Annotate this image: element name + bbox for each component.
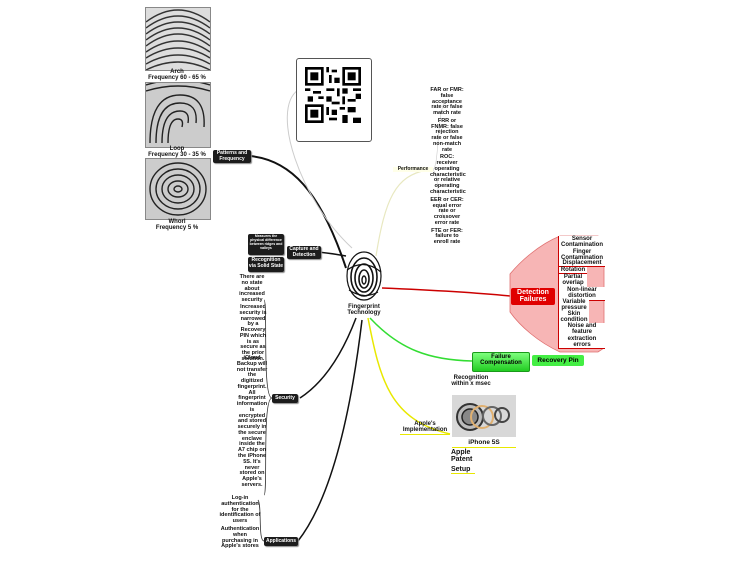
recognition-time-item: Recognition within x msec [451,375,491,388]
failure-item: Sensor Contamination [558,236,605,250]
center-title[interactable]: Fingerprint Technology [347,304,381,317]
qr-code-frame [296,58,372,142]
arch-label: Arch Frequency 60 - 65 % [148,69,206,82]
apple-patent-item[interactable]: Apple Patent [451,449,473,464]
iphone-touch-id-image [452,395,516,437]
recovery-pin-node[interactable]: Recovery Pin [532,355,584,366]
applications-node[interactable]: Applications [264,537,298,546]
loop-fingerprint-image [145,82,211,148]
failure-compensation-node[interactable]: Failure Compensation [472,352,530,372]
performance-item: FTE or FER: failure to enroll rate [431,227,463,246]
detection-failures-node[interactable]: Detection Failures [511,288,555,305]
whorl-label: Whorl Frequency 5 % [155,219,199,232]
loop-label: Loop Frequency 30 - 35 % [148,146,206,159]
application-item-purchase: Authentication when purchasing in Apple'… [220,526,260,550]
security-item-no-state: There are no state about increased secur… [239,274,265,304]
security-item-icloud: iCloud Backup will not transfer the digi… [236,355,268,488]
security-item-recovery: Increased security is narrowed by a Reco… [239,304,267,362]
arch-fingerprint-image [145,7,211,71]
iphone-5s-item: iPhone 5S [452,439,516,448]
whorl-fingerprint-image [145,158,211,220]
performance-item: ROC: receiver operating characteristic o… [430,154,466,196]
fingerprint-icon [346,251,382,301]
apple-implementation-node[interactable]: Apple's Implementation [400,421,450,435]
capture-item-measures[interactable]: Measures the physical difference between… [248,234,284,255]
patterns-frequency-node[interactable]: Patterns and Frequency [213,150,251,163]
capture-item-solid-state[interactable]: Recognition via Solid State [248,257,284,272]
setup-item[interactable]: Setup [451,466,475,475]
failure-item: Noise and feature extraction errors [558,323,605,350]
performance-node[interactable]: Performance [393,166,433,173]
capture-detection-node[interactable]: Capture and Detection [287,246,321,259]
performance-item: FRR or FNMR: false rejection rate or fal… [431,117,463,153]
qr-code-icon [305,67,361,123]
failure-item: Rotation [558,267,587,275]
security-node[interactable]: Security [272,394,298,403]
failure-item: Displacement [558,260,605,268]
performance-item: EER or CER: equal error rate or crossove… [430,196,464,226]
failure-item: Partial overlap [558,274,587,288]
performance-item: FAR or FMR: false acceptance rate or fal… [430,87,464,117]
performance-items: FAR or FMR: false acceptance rate or fal… [430,87,466,246]
application-item-login: Log-in authentication for the identifica… [219,495,261,525]
